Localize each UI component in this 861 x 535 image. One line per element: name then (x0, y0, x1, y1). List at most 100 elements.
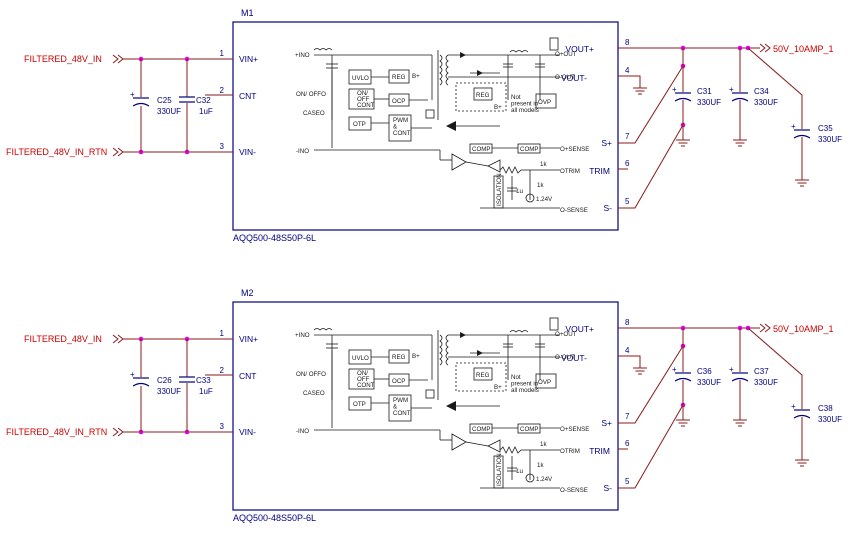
inductor (313, 328, 333, 331)
pin-number: 4 (625, 346, 630, 355)
wire (618, 65, 684, 144)
resistor-1k-2: 1k (537, 182, 544, 189)
module-m2: M2AQQ500-48S50P-6LFILTERED_48V_INFILTERE… (6, 288, 842, 523)
inductor (313, 48, 333, 51)
bplus2-label: B+ (494, 104, 502, 111)
output-cap-ref: C35 (818, 124, 833, 133)
error-amp (451, 433, 467, 451)
pin-number: 5 (625, 477, 630, 486)
pwm-label: CONT (393, 410, 411, 417)
offpage-connector (112, 334, 124, 344)
otp-block (348, 396, 372, 411)
internal-in-plus: +INO (295, 52, 310, 59)
reg-block (388, 349, 410, 364)
resistor-1k: 1k (540, 161, 547, 168)
module-body (232, 21, 619, 231)
internal-sense-plus: O+SENSE (560, 426, 589, 433)
wire (618, 75, 641, 88)
input-cap-value: 1uF (199, 387, 213, 396)
isolation-label: ISOLATION (496, 453, 503, 486)
offpage-connector (759, 323, 771, 333)
net-label-output: 50V_10AMP_1 (773, 44, 834, 54)
not-present-label: present in (511, 381, 539, 388)
pin-number: 2 (220, 86, 225, 95)
output-ground (549, 37, 559, 51)
reference-source (525, 193, 535, 203)
bplus-label: B+ (412, 353, 420, 360)
output-inductor (509, 330, 529, 333)
input-cap-value: 1uF (199, 107, 213, 116)
internal-case: CASEO (303, 110, 325, 117)
pin-name-vout-minus: VOUT- (561, 353, 587, 363)
ovp-label: OVP (538, 99, 551, 106)
reg-label: REG (392, 74, 406, 81)
output-cap-value: 330UF (754, 98, 778, 107)
otp-block (348, 116, 372, 131)
internal-sense-minus: O-SENSE (560, 487, 588, 494)
capacitor-plate (793, 414, 811, 419)
opto-arrow (446, 401, 456, 411)
module-part-number: AQQ500-48S50P-6L (233, 233, 316, 243)
pwm-label: PWM (393, 117, 408, 124)
resistor-1k: 1k (540, 441, 547, 448)
pin-number: 6 (625, 439, 630, 448)
pin-name-vout-plus: VOUT+ (565, 44, 594, 54)
pin-number: 2 (220, 366, 225, 375)
isolation-label: ISOLATION (496, 173, 503, 206)
capacitor-polarity: + (672, 365, 677, 374)
onoff-label: ON/ (357, 370, 368, 377)
otp-label: OTP (353, 121, 366, 128)
capacitor-polarity: + (130, 370, 135, 379)
reg2-label: REG (476, 372, 490, 379)
ovp-label: OVP (538, 379, 551, 386)
net-label-return: FILTERED_48V_IN_RTN (6, 147, 107, 157)
capacitor-plate (731, 97, 749, 102)
output-cap-value: 330UF (697, 378, 721, 387)
comp2-block (517, 423, 541, 434)
internal-on-off: ON/ OFFO (296, 91, 326, 98)
internal-sense-minus: O-SENSE (560, 207, 588, 214)
optional-region (455, 82, 507, 112)
transformer-secondary (445, 54, 449, 86)
error-amp (451, 153, 467, 171)
comp-block (469, 143, 493, 154)
net-label-return: FILTERED_48V_IN_RTN (6, 427, 107, 437)
net-label-output: 50V_10AMP_1 (773, 324, 834, 334)
comp-block (469, 423, 493, 434)
pin-name-vout-plus: VOUT+ (565, 324, 594, 334)
comp2-label: COMP (520, 146, 539, 153)
pin-number: 4 (625, 66, 630, 75)
otp-label: OTP (353, 401, 366, 408)
wire (618, 345, 684, 424)
comp2-label: COMP (520, 426, 539, 433)
pin-name-cnt: CNT (239, 371, 256, 381)
module-designator: M1 (241, 8, 254, 18)
internal-out-minus: O-OUT (555, 354, 575, 361)
pin-number: 7 (625, 132, 630, 141)
mosfet (425, 389, 435, 399)
module-designator: M2 (241, 288, 254, 298)
pin-number: 6 (625, 159, 630, 168)
offpage-connector (112, 54, 124, 64)
output-cap-ref: C37 (754, 367, 769, 376)
pin-number: 7 (625, 412, 630, 421)
offpage-connector (759, 43, 771, 53)
pin-name-vin-minus: VIN- (239, 427, 256, 437)
pin-name-vin-plus: VIN+ (239, 54, 258, 64)
not-present-label: Not (511, 374, 521, 381)
transformer-secondary (445, 334, 449, 366)
resistor-1k-2: 1k (537, 462, 544, 469)
internal-out-plus: O+OUT (555, 331, 577, 338)
pwm-label: PWM (393, 397, 408, 404)
reg2-block (473, 87, 493, 101)
output-cap-ref: C36 (697, 367, 712, 376)
wire (747, 327, 803, 409)
onoff-label: CONT (357, 382, 375, 389)
wire (618, 355, 641, 368)
internal-trim: OTRIM (560, 168, 580, 175)
internal-in-minus: -INO (296, 148, 309, 155)
capacitor-polarity: + (729, 85, 734, 94)
capacitor-1u: 1u (516, 468, 523, 475)
transformer-primary (439, 54, 443, 86)
pwm-label: CONT (393, 130, 411, 137)
